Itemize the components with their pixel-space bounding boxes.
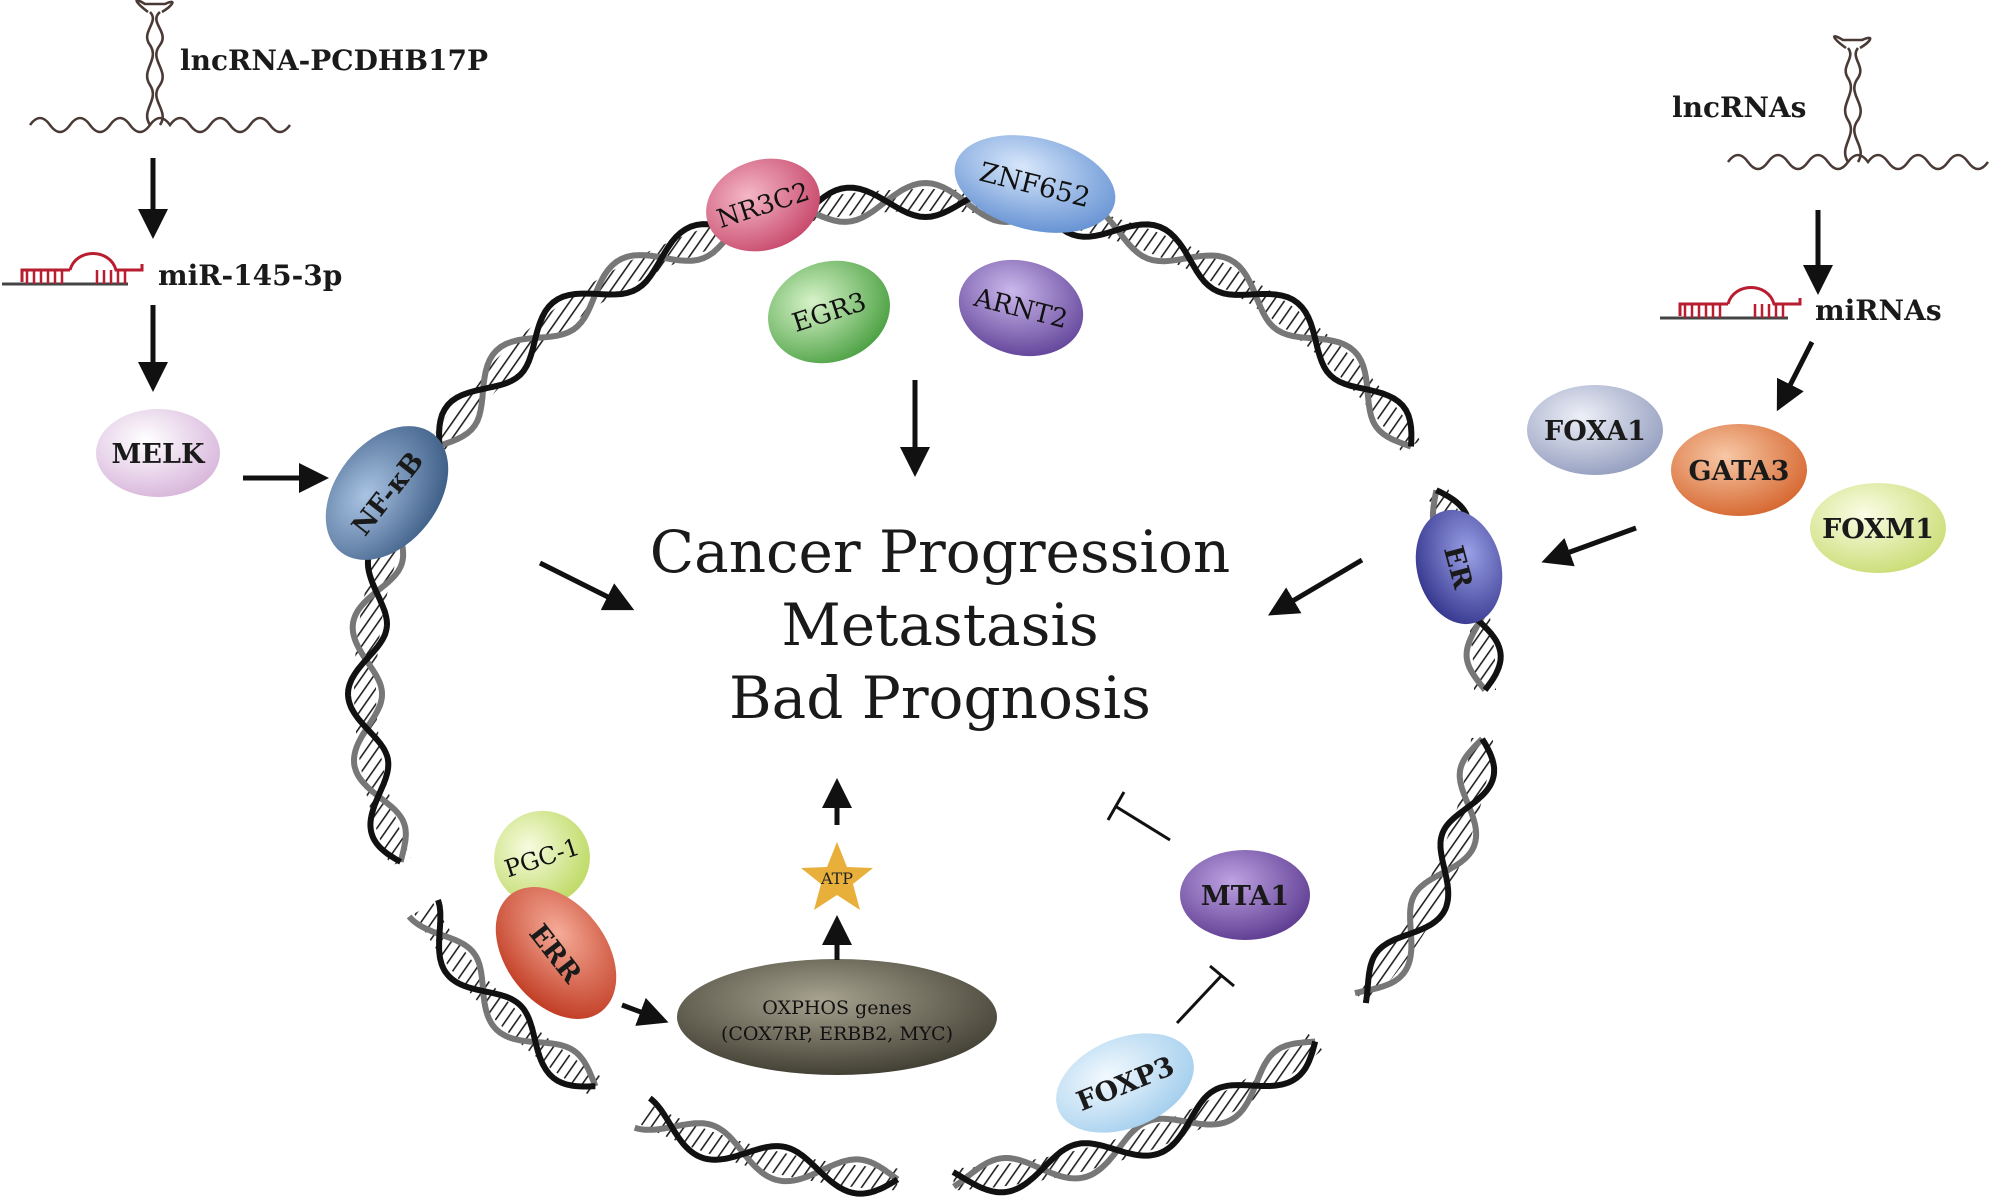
- dna-front-strand: [435, 899, 596, 1090]
- foxm1-protein: [1810, 483, 1946, 573]
- dna-back-strand: [349, 480, 409, 863]
- pgc1-protein: [494, 810, 590, 906]
- dna-segment: [406, 899, 602, 1096]
- gata3-label: GATA3: [1689, 456, 1790, 487]
- center-line-cancer-progression: Cancer Progression: [650, 518, 1230, 586]
- lncrna-pcdhb17p-group: lncRNA-PCDHB17P miR-145-3p MELK: [2, 0, 488, 497]
- foxa1-label: FOXA1: [1544, 416, 1646, 447]
- mir-145-3p-label: miR-145-3p: [158, 259, 342, 292]
- foxm1-label: FOXM1: [1822, 514, 1934, 545]
- arnt2-protein: [958, 259, 1084, 357]
- arrow-gata3-to-er: [1541, 525, 1637, 567]
- lncrnas-hairpin-icon: [1833, 35, 1872, 163]
- lncrnas-label: lncRNAs: [1672, 91, 1806, 124]
- arrow-err-to-oxphos: [621, 997, 669, 1026]
- foxp3-protein: [1056, 1033, 1194, 1133]
- arrow-er-to-center: [1267, 557, 1364, 616]
- inhibit-mta1-to-center: [1106, 791, 1171, 842]
- inhibit-foxp3-to-mta1: [1175, 964, 1235, 1025]
- center-line-bad-prognosis: Bad Prognosis: [729, 664, 1151, 732]
- dna-back-strand: [406, 914, 599, 1088]
- mta1-foxp3-group: MTA1 FOXP3: [1056, 791, 1310, 1133]
- lncrnas-group: lncRNAs miRNAs FOXA1 FOXM1 GATA3: [1527, 35, 1990, 573]
- oxphos-genes-node: [677, 959, 997, 1075]
- dna-base-pairs: [414, 902, 602, 1096]
- lncrnas-strand-icon: [1726, 153, 1990, 171]
- lncrna-strand-icon: [28, 116, 292, 134]
- atp-star-icon: [801, 842, 873, 910]
- dna-back-strand: [1354, 736, 1485, 997]
- outcome-text: Cancer Progression Metastasis Bad Progno…: [650, 518, 1230, 732]
- egr3-protein: [768, 260, 890, 364]
- top-factors-group: NR3C2 EGR3 ZNF652 ARNT2: [706, 135, 1116, 478]
- dna-back-strand: [438, 179, 1412, 450]
- znf652-protein: [954, 135, 1116, 233]
- dna-back-strand: [633, 1120, 900, 1185]
- oxphos-genes-list: (COX7RP, ERBB2, MYC): [721, 1023, 953, 1045]
- dna-front-strand: [1362, 737, 1498, 1004]
- atp-label: ATP: [820, 869, 853, 888]
- er-group: ER: [1415, 509, 1503, 625]
- dna-front-strand: [951, 1040, 1319, 1196]
- nr3c2-protein: [706, 158, 820, 252]
- dna-front-strand: [648, 1095, 900, 1197]
- oxphos-group: PGC-1 ERR OXPHOS genes (COX7RP, ERBB2, M…: [494, 777, 997, 1075]
- dna-base-pairs: [430, 189, 1421, 453]
- err-protein: [495, 887, 617, 1019]
- mirna-hairpin-icon-left: [2, 252, 144, 286]
- arrow-nfkb-to-center: [538, 560, 635, 611]
- melk-protein: [96, 409, 220, 497]
- dna-front-strand: [436, 184, 1415, 447]
- dna-base-pairs: [1426, 485, 1496, 690]
- gata3-protein: [1671, 424, 1807, 516]
- center-line-metastasis: Metastasis: [781, 591, 1098, 659]
- lncrna-hairpin-icon: [135, 0, 174, 126]
- er-protein: [1415, 509, 1503, 625]
- nfkb-protein: [325, 426, 449, 560]
- mirna-hairpin-icon-right: [1660, 286, 1802, 320]
- melk-label: MELK: [112, 439, 206, 470]
- lncrna-pcdhb17p-label: lncRNA-PCDHB17P: [180, 44, 488, 77]
- arrow-mirnas-to-gata3: [1776, 340, 1815, 412]
- dna-base-pairs: [952, 1033, 1323, 1191]
- mirnas-label: miRNAs: [1815, 294, 1942, 327]
- dna-segment: [633, 1095, 900, 1197]
- nfkb-group: NF-κB: [325, 426, 449, 560]
- dna-segment: [1352, 736, 1498, 1006]
- foxa1-protein: [1527, 385, 1663, 475]
- mta1-label: MTA1: [1201, 881, 1289, 912]
- dna-segment: [430, 179, 1421, 453]
- oxphos-title: OXPHOS genes: [762, 997, 911, 1019]
- mta1-protein: [1180, 850, 1310, 940]
- dna-base-pairs: [637, 1103, 898, 1191]
